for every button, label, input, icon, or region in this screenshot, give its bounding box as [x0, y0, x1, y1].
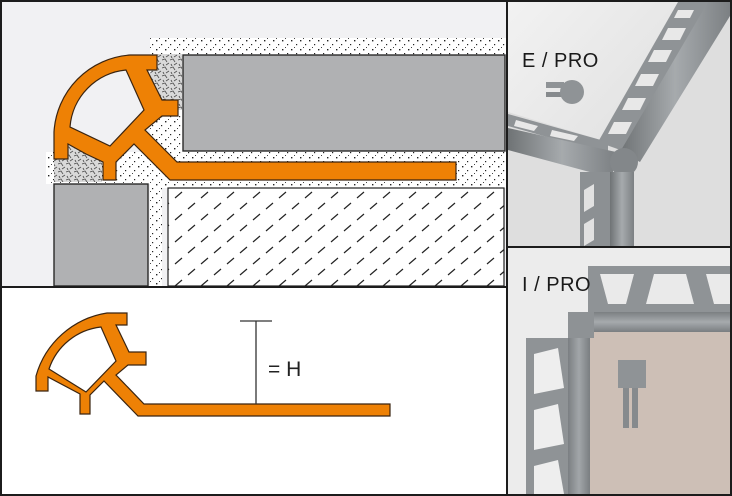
profile-dimension-drawing: = H: [2, 288, 506, 494]
cross-section-drawing: [46, 38, 506, 286]
end-cap-piece: [560, 80, 584, 104]
photo-internal-corner: I / PRO: [508, 248, 730, 494]
photo-external-corner: E / PRO: [508, 2, 730, 246]
installation-cross-section: [2, 2, 506, 286]
connector-clip: [618, 360, 646, 388]
substrate-hatched: [167, 187, 505, 286]
profile-hollow: [48, 326, 117, 393]
profile-hollow: [69, 69, 145, 147]
height-dimension-label: = H: [268, 358, 302, 381]
floor-tile-left: [53, 183, 149, 286]
label-e-pro: E / PRO: [522, 50, 599, 72]
trim-profile-outline: [35, 312, 391, 417]
corner-cap: [610, 148, 638, 176]
wall-tile-top: [182, 54, 506, 152]
board-surface: [586, 332, 730, 494]
internal-corner-photo: [508, 248, 730, 494]
label-i-pro: I / PRO: [522, 274, 592, 296]
external-corner-photo: [508, 2, 730, 246]
trim-profile-installed: [53, 54, 457, 181]
profile-drawing: [35, 312, 391, 417]
